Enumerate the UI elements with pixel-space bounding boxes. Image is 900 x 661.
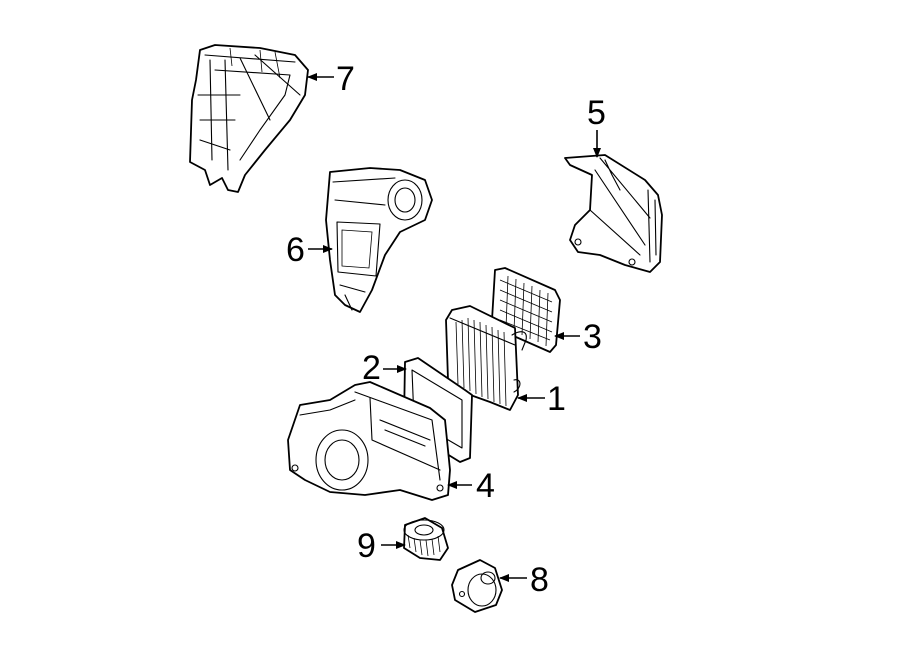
callout-9: 9: [357, 527, 376, 565]
callout-4: 4: [476, 467, 495, 505]
callout-labels: 1 2 3 4 5 6 7 8 9: [286, 60, 606, 599]
callout-3: 3: [583, 318, 602, 356]
part-9-blower-wheel: [403, 517, 449, 561]
callout-2: 2: [362, 349, 381, 387]
callout-5: 5: [587, 94, 606, 132]
part-5-duct: [564, 154, 663, 273]
callout-leaders: [307, 73, 601, 582]
part-4-lower-case: [287, 381, 451, 501]
callout-7: 7: [336, 60, 355, 98]
part-7-upper-housing: [189, 44, 309, 193]
part-1-evaporator-core: [445, 305, 527, 411]
part-8-blower-motor: [451, 559, 503, 613]
part-6-middle-housing: [325, 167, 433, 313]
callout-6: 6: [286, 231, 305, 269]
callout-1: 1: [547, 380, 566, 418]
callout-8: 8: [530, 561, 549, 599]
